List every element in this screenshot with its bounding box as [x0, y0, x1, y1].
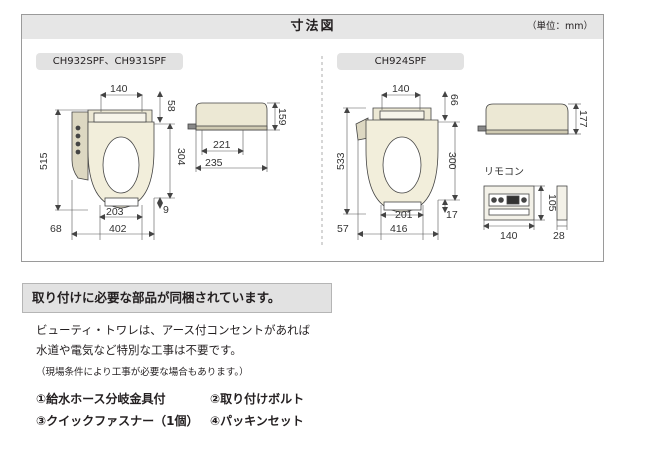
installation-heading-box — [22, 283, 332, 313]
remote-front-view — [483, 185, 535, 221]
right-dim-rear-width: 201 — [395, 209, 413, 221]
right-side-view — [477, 103, 569, 135]
part-item-4: ④パッキンセット — [210, 414, 304, 428]
installation-body-note: （現場条件により工事が必要な場合もあります。） — [36, 367, 249, 378]
left-dim-bowl-length: 304 — [175, 148, 187, 166]
left-dimension-lines — [55, 91, 175, 240]
part-item-2: ②取り付けボルト — [210, 392, 305, 406]
dimensions-title: 寸法図 — [290, 19, 336, 34]
remote-dim-height: 105 — [546, 194, 558, 212]
left-dim-width: 402 — [109, 223, 127, 235]
remote-dim-depth: 28 — [553, 230, 565, 242]
right-top-view — [355, 107, 439, 213]
left-dim-front-offset: 9 — [163, 204, 169, 216]
left-tank-lid — [93, 112, 147, 123]
right-seat-opening — [382, 136, 422, 194]
part-item-3: ③クイックファスナー（1個） — [36, 414, 199, 428]
installation-body-line-2: 水道や電気など特別な工事は不要です。 — [36, 343, 242, 357]
left-button-4 — [75, 149, 81, 155]
dimensions-panel — [21, 14, 604, 262]
installation-body-line-1: ビューティ・トワレは、アース付コンセントがあれば — [36, 323, 311, 337]
right-tank-lid — [379, 110, 425, 120]
remote-side-view — [556, 185, 568, 221]
right-dim-overall-length: 533 — [335, 152, 347, 170]
right-dim-top-width: 140 — [392, 83, 410, 95]
left-button-2 — [75, 133, 81, 139]
right-side-hinge — [477, 125, 487, 132]
right-dim-top-offset: 66 — [448, 94, 460, 106]
left-dim-side-depth: 221 — [213, 139, 231, 151]
dimensions-header-bar — [22, 15, 603, 39]
left-top-view — [71, 109, 155, 209]
model-label-left: CH932SPF、CH931SPF — [36, 53, 183, 70]
right-dim-bowl-length: 300 — [446, 152, 458, 170]
right-dim-front-offset: 17 — [446, 209, 458, 221]
remote-dim-width: 140 — [500, 230, 518, 242]
left-dim-top-width: 140 — [110, 83, 128, 95]
left-dim-rear-width: 203 — [106, 206, 124, 218]
remote-label: リモコン — [484, 167, 524, 178]
remote-side-body — [556, 185, 568, 221]
left-side-view — [187, 102, 268, 131]
installation-heading: 取り付けに必要な部品が同梱されています。 — [32, 290, 281, 305]
left-dim-side-total: 235 — [205, 157, 223, 169]
left-side-panel — [71, 111, 89, 181]
left-dim-side-offset: 68 — [50, 223, 62, 235]
left-button-1 — [75, 125, 81, 131]
model-label-right: CH924SPF — [337, 53, 464, 70]
left-dim-side-height: 159 — [276, 108, 288, 126]
left-seat-opening — [102, 136, 140, 194]
right-side-body — [485, 103, 569, 135]
left-front-plate — [104, 197, 139, 207]
left-side-body — [195, 102, 268, 131]
right-dim-side-height: 177 — [577, 110, 589, 128]
unit-label: （単位：mm） — [527, 21, 594, 32]
left-dim-top-offset: 58 — [165, 100, 177, 112]
right-dim-width: 416 — [390, 223, 408, 235]
right-dim-side-offset: 57 — [337, 223, 349, 235]
left-side-hinge — [187, 123, 197, 130]
right-front-plate — [383, 201, 422, 211]
left-button-3 — [75, 141, 81, 147]
part-item-1: ①給水ホース分岐金具付 — [36, 392, 166, 406]
left-dim-overall-length: 515 — [38, 152, 50, 170]
